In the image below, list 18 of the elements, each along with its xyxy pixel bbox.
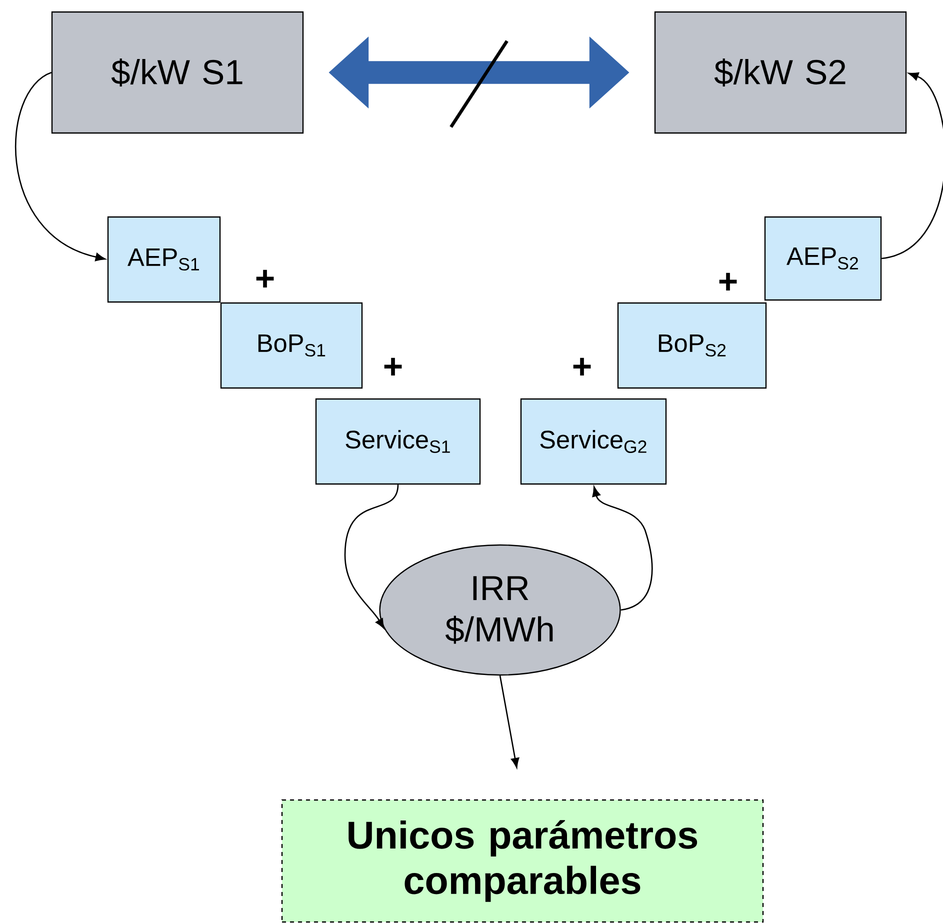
parameter-box: BoP$_{S1}$ [220,302,363,389]
arrow [15,72,106,262]
arrow [344,484,399,629]
conclusion-box: Unicos parámetros comparables [281,799,764,923]
parameter-box: Service$_{G2}$ [520,398,667,485]
parameter-box: Service$_{S1}$ [315,398,481,485]
cost-box: $/kW S2 [654,11,907,134]
arrow [592,486,653,611]
parameter-box: AEP$_{S1}$ [107,216,221,303]
plus-sign: + [573,358,591,376]
plus-sign: + [719,272,737,290]
parameter-box: AEP$_{S2}$ [764,216,882,301]
cost-box: $/kW S1 [51,11,304,134]
plus-sign: + [256,270,274,288]
arrow [881,72,943,260]
arrow [499,675,520,768]
parameter-box: BoP$_{S2}$ [617,302,767,389]
plus-sign: + [384,358,402,376]
